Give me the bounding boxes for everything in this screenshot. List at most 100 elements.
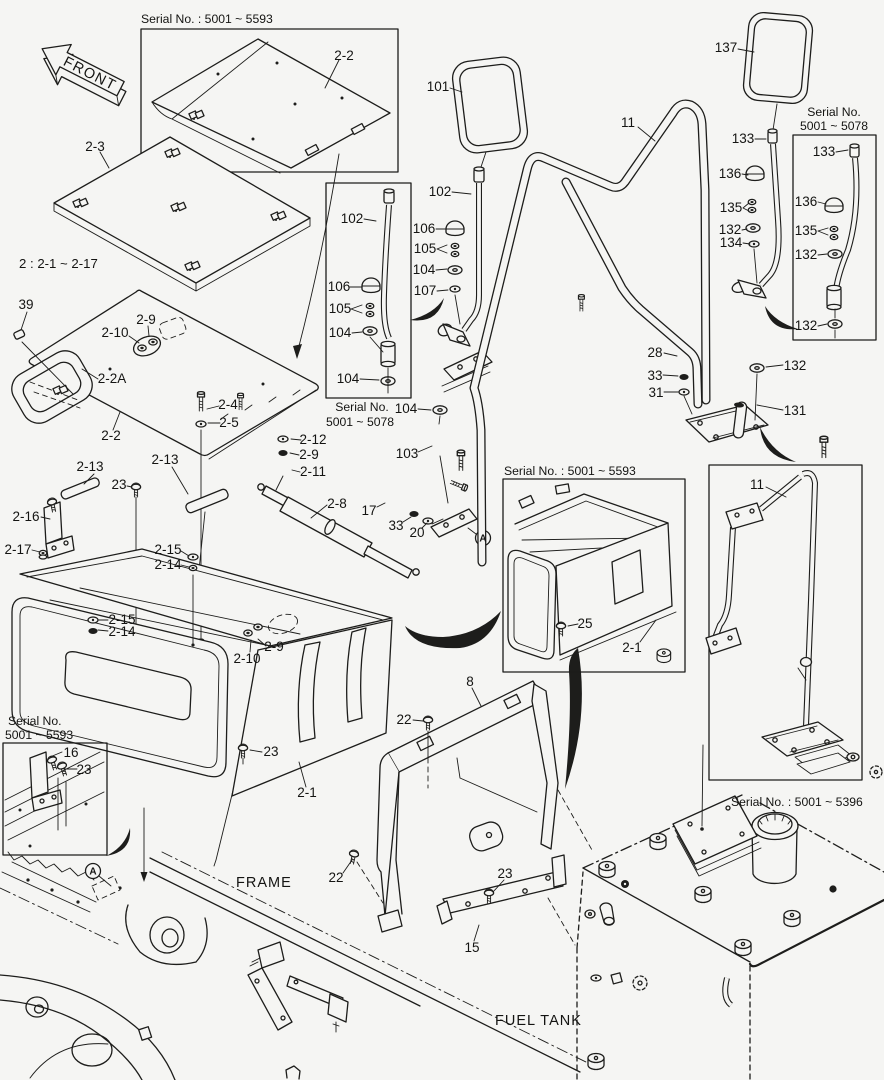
callout-2-2a: 2-2A bbox=[98, 371, 127, 386]
roof-cover-2-2 bbox=[151, 38, 391, 174]
handrail-11-main bbox=[469, 99, 829, 567]
callout-22a: 22 bbox=[396, 712, 411, 727]
toolbox-2-1 bbox=[11, 548, 393, 797]
handrail-11-early bbox=[656, 470, 860, 775]
callout-131: 131 bbox=[784, 403, 807, 418]
serial-caption-bracket-box-1: Serial No. bbox=[8, 714, 62, 728]
callout-132-main: 132 bbox=[784, 358, 807, 373]
gas-spring-2-8 bbox=[257, 483, 420, 579]
callout-136b: 136 bbox=[795, 194, 818, 209]
callout-2-9c: 2-9 bbox=[264, 639, 284, 654]
callout-104-inset-b: 104 bbox=[337, 371, 360, 386]
toolbox-serial-box: Serial No. : 5001 ~ 5593 bbox=[502, 464, 686, 673]
callout-2-8: 2-8 bbox=[327, 496, 347, 511]
callout-2-3: 2-3 bbox=[85, 139, 105, 154]
view-a-marker-right: A bbox=[479, 534, 486, 545]
serial-caption-mirror-box-1: Serial No. bbox=[807, 105, 861, 119]
callout-104: 104 bbox=[413, 262, 436, 277]
callout-2-15a: 2-15 bbox=[154, 542, 181, 557]
callout-15: 15 bbox=[464, 940, 479, 955]
callout-101: 101 bbox=[427, 79, 450, 94]
callout-22b: 22 bbox=[328, 870, 343, 885]
front-direction-arrow: FRONT bbox=[41, 43, 127, 107]
handrail-serial-box: Serial No. : 5001 ~ 5396 bbox=[656, 464, 863, 809]
callout-2-11: 2-11 bbox=[300, 464, 326, 479]
callout-133b: 133 bbox=[813, 144, 836, 159]
callout-16: 16 bbox=[63, 745, 78, 760]
callout-leader-lines bbox=[20, 48, 849, 942]
callout-2-10: 2-10 bbox=[101, 325, 128, 340]
mirror-stay-inset-box: Serial No. 5001 ~ 5078 bbox=[325, 182, 412, 429]
callout-135: 135 bbox=[720, 200, 743, 215]
callout-103: 103 bbox=[396, 446, 419, 461]
callout-11b: 11 bbox=[750, 477, 764, 492]
callout-105: 105 bbox=[414, 241, 437, 256]
callout-2-14b: 2-14 bbox=[108, 624, 136, 639]
toolbox-2-1-early bbox=[507, 483, 677, 661]
callout-136: 136 bbox=[719, 166, 742, 181]
mirror-101-assembly bbox=[409, 56, 529, 547]
serial-caption-bracket-box-2: 5001 ~ 5593 bbox=[5, 728, 73, 742]
callout-102-inset: 102 bbox=[341, 211, 364, 226]
callout-2-1: 2-1 bbox=[297, 785, 317, 800]
serial-caption-handrail-box: Serial No. : 5001 ~ 5396 bbox=[731, 795, 863, 809]
callout-104-inset-a: 104 bbox=[329, 325, 352, 340]
callout-2-17: 2-17 bbox=[4, 542, 31, 557]
callout-135b: 135 bbox=[795, 223, 818, 238]
callout-23c: 23 bbox=[497, 866, 512, 881]
callout-104d: 104 bbox=[395, 401, 418, 416]
callout-132b: 132 bbox=[795, 247, 818, 262]
callout-labels: 2-2 2-3 39 2-10 2-9 2-2A 2-2 2-4 2-5 2-1… bbox=[4, 40, 835, 955]
range-note: 2 : 2-1 ~ 2-17 bbox=[19, 256, 98, 271]
callout-2-15b: 2-15 bbox=[108, 612, 135, 627]
callout-28: 28 bbox=[647, 345, 662, 360]
serial-caption-mirror-box-2: 5001 ~ 5078 bbox=[800, 119, 868, 133]
callout-2-5: 2-5 bbox=[219, 415, 239, 430]
mirror-stay-serial-box-right: Serial No. 5001 ~ 5078 bbox=[792, 105, 877, 341]
callout-33a: 33 bbox=[388, 518, 403, 533]
callout-2-9: 2-9 bbox=[136, 312, 156, 327]
mirror-137-assembly bbox=[731, 11, 814, 299]
callout-39: 39 bbox=[18, 297, 33, 312]
callout-134: 134 bbox=[720, 235, 743, 250]
serial-caption-stay-inset-1: Serial No. bbox=[335, 400, 389, 414]
callout-2-2-roof: 2-2 bbox=[334, 48, 354, 63]
callout-11: 11 bbox=[621, 115, 635, 130]
callout-31: 31 bbox=[648, 385, 663, 400]
callout-23d: 23 bbox=[76, 762, 91, 777]
spring-stud-hardware bbox=[237, 392, 289, 491]
callout-2-2-main: 2-2 bbox=[101, 428, 121, 443]
callout-17: 17 bbox=[361, 503, 376, 518]
guard-8 bbox=[346, 680, 567, 933]
callout-132c: 132 bbox=[795, 318, 818, 333]
callout-106: 106 bbox=[413, 221, 436, 236]
callout-2-10b: 2-10 bbox=[233, 651, 260, 666]
callout-2-4: 2-4 bbox=[218, 397, 238, 412]
fuel-tank-drawing bbox=[547, 744, 884, 1080]
callout-2-12: 2-12 bbox=[299, 432, 326, 447]
serial-caption-top-box: Serial No. : 5001 ~ 5593 bbox=[141, 12, 273, 26]
callout-2-13-left: 2-13 bbox=[76, 459, 103, 474]
callout-107: 107 bbox=[414, 283, 437, 298]
serial-caption-stay-inset-2: 5001 ~ 5078 bbox=[326, 415, 394, 429]
callout-2-14a: 2-14 bbox=[154, 557, 182, 572]
view-a-marker-frame: A bbox=[89, 867, 96, 878]
callout-33b: 33 bbox=[647, 368, 662, 383]
bracket-16 bbox=[29, 751, 71, 831]
callout-25: 25 bbox=[577, 616, 592, 631]
callout-8: 8 bbox=[466, 674, 474, 689]
callout-133: 133 bbox=[732, 131, 755, 146]
callout-132a: 132 bbox=[719, 222, 742, 237]
callout-106-inset: 106 bbox=[328, 279, 351, 294]
pointer-swooshes bbox=[106, 298, 798, 856]
callout-23a: 23 bbox=[111, 477, 126, 492]
callout-2-1b: 2-1 bbox=[622, 640, 642, 655]
frame-label: FRAME bbox=[236, 875, 292, 891]
callout-102: 102 bbox=[429, 184, 452, 199]
roof-cover-serial-box: Serial No. : 5001 ~ 5593 bbox=[140, 12, 399, 174]
callout-23b: 23 bbox=[263, 744, 278, 759]
callout-2-9b: 2-9 bbox=[299, 447, 319, 462]
callout-2-13-right: 2-13 bbox=[151, 452, 178, 467]
